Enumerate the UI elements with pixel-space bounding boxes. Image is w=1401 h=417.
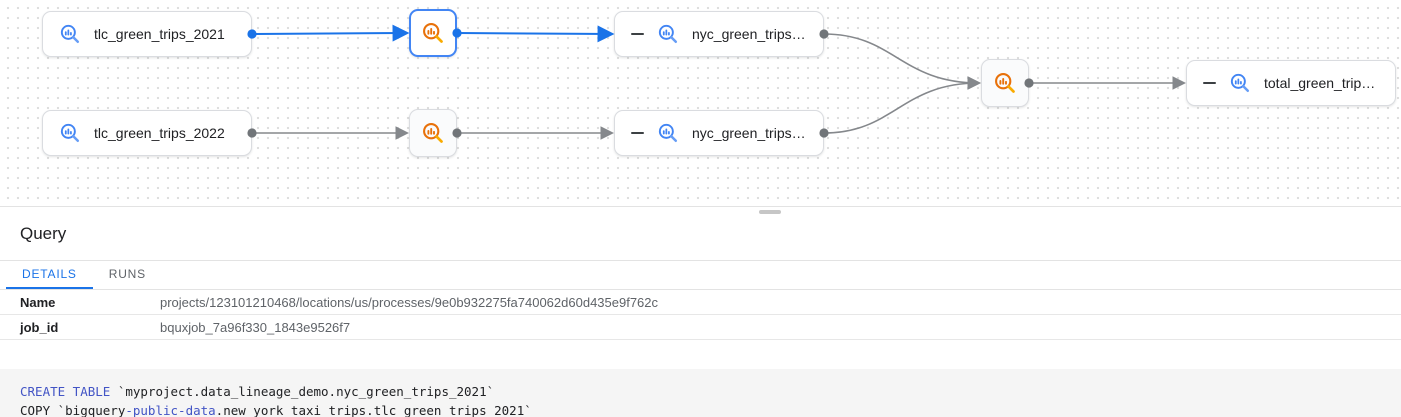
panel-spacer (0, 340, 1401, 369)
node-label: nyc_green_trips… (692, 26, 806, 42)
details-tab-bar: DETAILS RUNS (0, 261, 1401, 290)
bigquery-table-icon (657, 122, 679, 144)
node-label: total_green_trip… (1264, 75, 1376, 91)
node-label: tlc_green_trips_2022 (94, 125, 225, 141)
collapse-minus-icon[interactable] (1203, 82, 1216, 84)
process-node-process_3[interactable] (981, 59, 1029, 107)
sql-code-block: CREATE TABLE `myproject.data_lineage_dem… (0, 369, 1401, 417)
panel-title: Query (20, 224, 67, 243)
collapse-minus-icon[interactable] (631, 33, 644, 35)
node-label: tlc_green_trips_2021 (94, 26, 225, 42)
sql-code-line: COPY `bigquery-public-data.new_york_taxi… (20, 403, 532, 417)
sql-code-line: CREATE TABLE `myproject.data_lineage_dem… (20, 384, 495, 399)
details-table: Name projects/123101210468/locations/us/p… (0, 290, 1401, 340)
bigquery-table-icon (1229, 72, 1251, 94)
lineage-edge (456, 25, 615, 43)
bigquery-table-icon (59, 23, 81, 45)
tab-details[interactable]: DETAILS (6, 261, 93, 289)
details-row-label: Name (20, 294, 56, 310)
details-row-value: bquxjob_7a96f330_1843e9526f7 (160, 319, 351, 335)
bigquery-process-icon (993, 71, 1017, 95)
collapse-minus-icon[interactable] (631, 132, 644, 134)
process-node-process_1[interactable] (409, 9, 457, 57)
lineage-edge (823, 33, 982, 90)
table-node-tlc_green_trips_2022[interactable]: tlc_green_trips_2022 (42, 110, 252, 156)
bigquery-process-icon (421, 121, 445, 145)
node-label: nyc_green_trips… (692, 125, 806, 141)
bigquery-table-icon (657, 23, 679, 45)
lineage-edge (251, 24, 410, 42)
tab-runs[interactable]: RUNS (108, 267, 146, 281)
bigquery-process-icon (421, 21, 445, 45)
table-node-total_green_trips[interactable]: total_green_trip… (1186, 60, 1396, 106)
details-panel-header: Query (0, 207, 1401, 261)
details-row-name: Name projects/123101210468/locations/us/p… (0, 290, 1401, 315)
lineage-canvas[interactable]: tlc_green_trips_2021 nyc_green_trips… tlc_… (0, 0, 1401, 207)
bigquery-table-icon (59, 122, 81, 144)
table-node-nyc_green_trips_a[interactable]: nyc_green_trips… (614, 11, 824, 57)
lineage-edge (823, 76, 982, 134)
details-row-label: job_id (20, 319, 59, 335)
details-row-value: projects/123101210468/locations/us/proce… (160, 294, 659, 310)
details-row-job_id: job_id bquxjob_7a96f330_1843e9526f7 (0, 315, 1401, 340)
table-node-nyc_green_trips_b[interactable]: nyc_green_trips… (614, 110, 824, 156)
panel-resize-handle[interactable] (759, 210, 781, 214)
table-node-tlc_green_trips_2021[interactable]: tlc_green_trips_2021 (42, 11, 252, 57)
process-node-process_2[interactable] (409, 109, 457, 157)
